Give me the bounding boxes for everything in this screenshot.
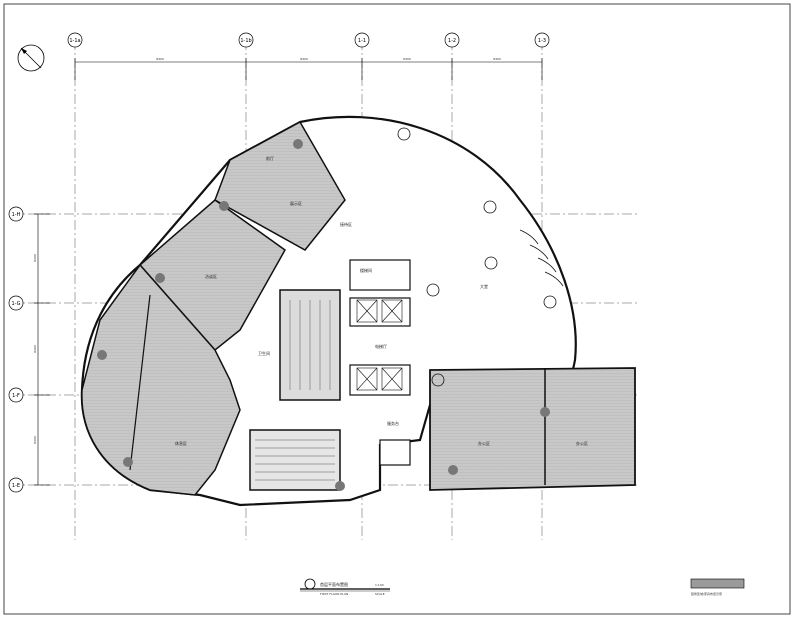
title-block: 首层平面布置图 1:100 FIRST FLOOR PLAN SCALE: [300, 578, 390, 596]
drawing-frame: [3, 3, 791, 615]
svg-text:1-1b: 1-1b: [240, 38, 251, 44]
room-west-lower: [81, 263, 241, 496]
svg-text:1-H: 1-H: [12, 212, 21, 218]
svg-text:1-F: 1-F: [12, 393, 20, 399]
room-label-6: 大堂: [480, 283, 488, 289]
columns: [97, 139, 550, 491]
drawing-scale-note: SCALE: [375, 592, 385, 596]
room-label-10: 办公区: [478, 440, 490, 446]
svg-text:1-2: 1-2: [448, 38, 456, 44]
grid-bubble-top-5: 1-3: [534, 32, 550, 48]
grid-bubble-top-1: 1-1a: [67, 32, 83, 48]
grid-bubble-top-4: 1-2: [444, 32, 460, 48]
room-label-11: 办公区: [576, 440, 588, 446]
legend: 装修区域/家具布置示意: [690, 578, 745, 596]
svg-text:1-1: 1-1: [358, 38, 366, 44]
svg-text:1-G: 1-G: [11, 301, 20, 307]
legend-label: 装修区域/家具布置示意: [691, 591, 722, 596]
dim-top-2: 8400: [300, 57, 308, 61]
room-label-8: 卫生间: [258, 350, 270, 356]
elevator-cars: [356, 299, 403, 391]
room-label-4: 接待区: [340, 221, 352, 227]
drawing-scale: 1:100: [375, 583, 384, 587]
curtain-wall-fins: [519, 229, 564, 287]
svg-text:1-E: 1-E: [12, 483, 20, 489]
dim-top-3: 8400: [403, 57, 411, 61]
room-label-9: 楼梯间: [360, 267, 372, 273]
grid-bubble-left-4: 1-E: [8, 477, 24, 493]
north-arrow-icon: [17, 44, 45, 72]
grid-bubble-left-2: 1-G: [8, 295, 24, 311]
service-core: [249, 259, 411, 491]
column-markers: [397, 127, 557, 387]
room-label-7: 电梯厅: [375, 343, 387, 349]
room-label-3: 洽谈区: [205, 273, 217, 279]
dim-top-1: 8400: [156, 57, 164, 61]
dimension-line-top: [74, 58, 543, 80]
grid-bubble-top-3: 1-1: [354, 32, 370, 48]
svg-text:1-1a: 1-1a: [69, 38, 80, 44]
room-label-5: 休息区: [175, 440, 187, 446]
room-label-2: 展示区: [290, 200, 302, 206]
grid-bubble-top-2: 1-1b: [238, 32, 254, 48]
room-label-1: 前厅: [266, 155, 274, 161]
grid-bubble-left-3: 1-F: [8, 387, 24, 403]
dim-left-3: 8400: [33, 436, 37, 444]
grid-bubble-left-1: 1-H: [8, 206, 24, 222]
drawing-title: 首层平面布置图: [320, 581, 348, 587]
dim-left-1: 8400: [33, 254, 37, 262]
dim-top-4: 8400: [493, 57, 501, 61]
east-wing: [429, 367, 636, 491]
room-north-west: [214, 120, 346, 251]
dim-left-2: 8400: [33, 345, 37, 353]
room-label-12: 服务台: [387, 420, 399, 426]
svg-text:1-3: 1-3: [538, 38, 546, 44]
dimension-line-left: [34, 213, 50, 486]
drawing-subtitle: FIRST FLOOR PLAN: [320, 592, 348, 596]
